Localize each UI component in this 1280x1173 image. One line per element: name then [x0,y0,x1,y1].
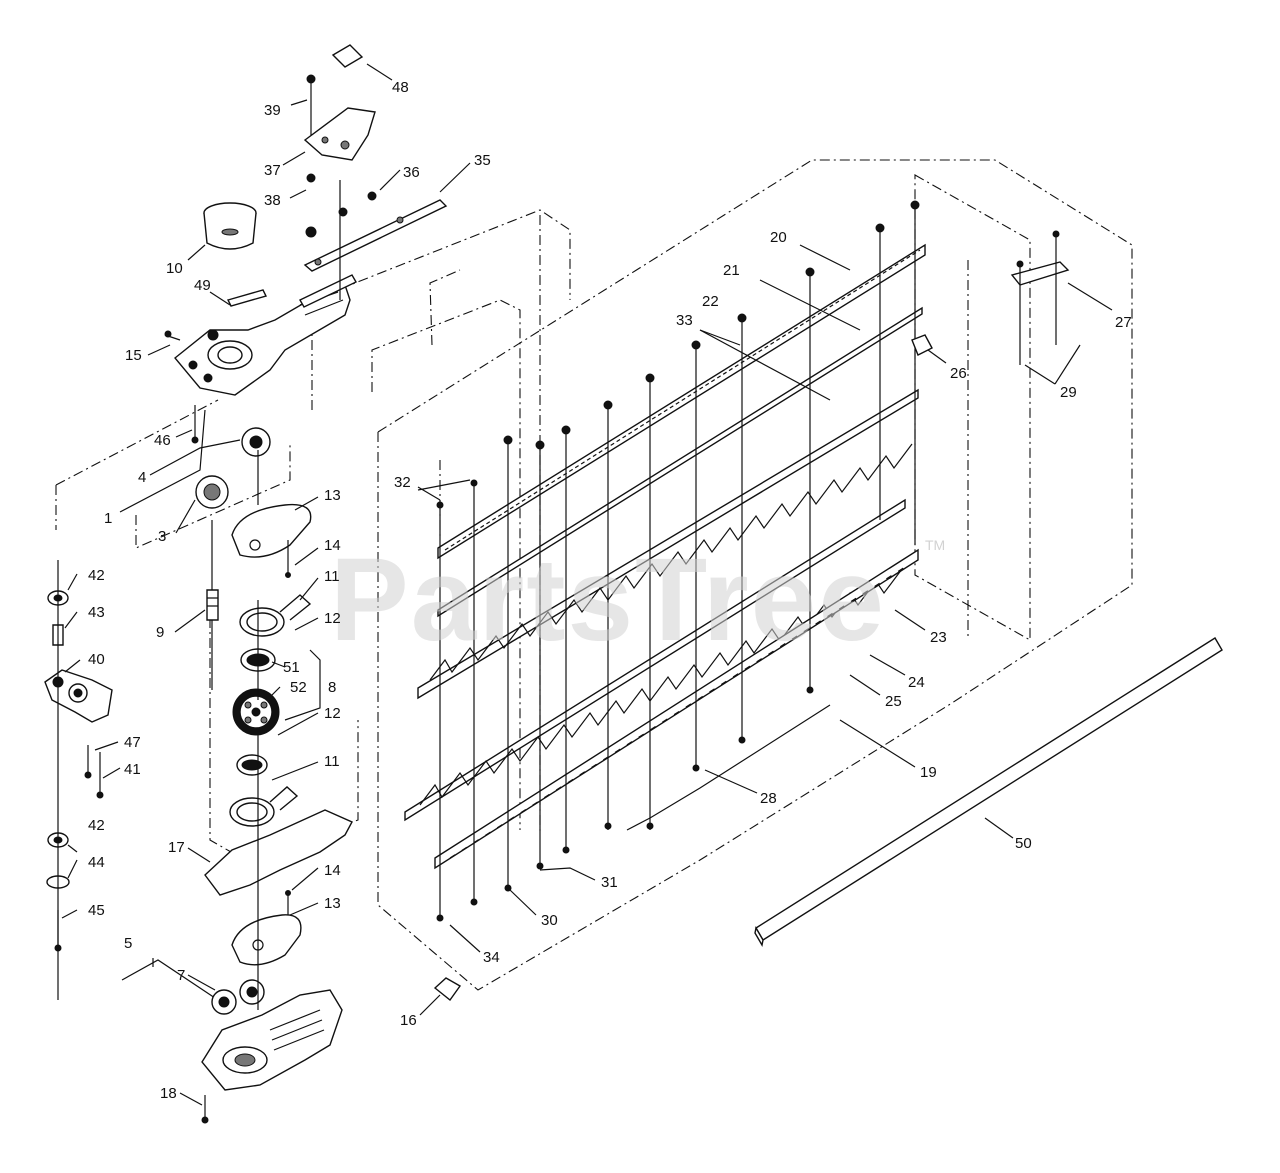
callout-46: 46 [154,432,171,449]
callout-24: 24 [908,674,925,691]
ring-part-12-lower [236,754,268,776]
callout-43: 43 [88,604,105,621]
callout-17: 17 [168,839,185,856]
callout-13: 13 [324,487,341,504]
callout-51: 51 [283,659,300,676]
callout-45: 45 [88,902,105,919]
callout-26: 26 [950,365,967,382]
cam-plate-part-13 [231,503,312,558]
callout-27: 27 [1115,314,1132,331]
arm-part-40 [44,669,113,723]
cam-plate-part-13-lower [231,914,302,966]
link-part-11 [239,594,312,637]
cutting-blade-part-22 [417,388,919,700]
callout-7: 7 [177,967,185,984]
callout-42: 42 [88,567,105,584]
watermark-text: PartsTree [330,534,886,666]
callout-44: 44 [88,854,105,871]
callout-21: 21 [723,262,740,279]
callout-5: 5 [124,935,132,952]
callout-18: 18 [160,1085,177,1102]
bearing-part-4 [241,427,271,457]
callout-48: 48 [392,79,409,96]
callout-20: 20 [770,229,787,246]
callout-31: 31 [601,874,618,891]
callout-22: 22 [702,293,719,310]
callout-1: 1 [104,510,112,527]
gear-part-8 [232,688,280,736]
callout-33: 33 [676,312,693,329]
watermark-trademark: TM [925,537,945,553]
callout-labels: 48 39 37 38 36 35 10 49 15 46 4 1 3 13 1… [88,79,1132,1102]
watermark: PartsTree TM [330,534,945,666]
callout-41: 41 [124,761,141,778]
callout-42-lower: 42 [88,817,105,834]
leader-lines [61,63,1113,1106]
callout-52: 52 [290,679,307,696]
scabbard-part-50 [754,637,1223,947]
callout-23: 23 [930,629,947,646]
callout-28: 28 [760,790,777,807]
callout-11: 11 [324,568,340,585]
plate-part-35 [299,199,448,308]
callout-37: 37 [264,162,281,179]
callout-13-lower: 13 [324,895,341,912]
blade-bar-part-20 [437,243,926,560]
callout-39: 39 [264,102,281,119]
callout-30: 30 [541,912,558,929]
callout-8: 8 [328,679,336,696]
callout-4: 4 [138,469,146,486]
callout-19: 19 [920,764,937,781]
callout-10: 10 [166,260,183,277]
callout-9: 9 [156,624,164,641]
callout-34: 34 [483,949,500,966]
callout-35: 35 [474,152,491,169]
bracket-part-37 [303,107,376,161]
callout-36: 36 [403,164,420,181]
callout-16: 16 [400,1012,417,1029]
lower-housing-part [201,989,343,1091]
bracket-part-27 [1010,230,1070,365]
callout-38: 38 [264,192,281,209]
callout-11-lower: 11 [324,753,340,770]
callout-3: 3 [158,528,166,545]
callout-14-lower: 14 [324,862,341,879]
cup-part-10 [203,202,257,250]
callout-12: 12 [324,610,341,627]
callout-49: 49 [194,277,211,294]
callout-29: 29 [1060,384,1077,401]
cutting-blade-part-24 [404,498,906,822]
perforated-bar-part-25 [434,548,919,870]
upper-housing-part-1 [174,284,351,396]
bearing-part-3 [195,475,229,509]
gearbox-parts [44,44,448,1124]
callout-32: 32 [394,474,411,491]
callout-40: 40 [88,651,105,668]
screw-heads [436,200,920,922]
callout-14: 14 [324,537,341,554]
callout-15: 15 [125,347,142,364]
callout-25: 25 [885,693,902,710]
callout-12-lower: 12 [324,705,341,722]
blade-assembly [404,200,1070,1002]
bearing-part-7 [211,979,265,1015]
callout-47: 47 [124,734,141,751]
link-part-11-lower [229,786,299,827]
callout-50: 50 [1015,835,1032,852]
